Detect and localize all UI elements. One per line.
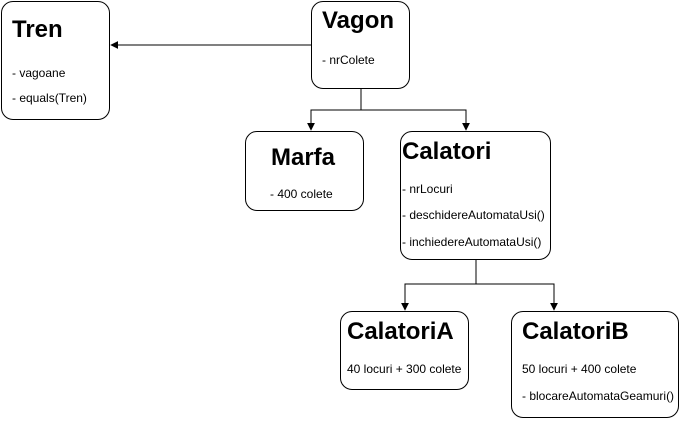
node-calatori-line-3: - inchiedereAutomataUsi() xyxy=(402,235,542,249)
node-calatoria-line-1: 40 locuri + 300 colete xyxy=(347,362,462,376)
node-calatori: Calatori - nrLocuri - deschidereAutomata… xyxy=(400,131,551,260)
node-vagon: Vagon - nrColete xyxy=(311,1,410,89)
node-tren: Tren - vagoane - equals(Tren) xyxy=(1,1,110,120)
node-tren-line-1: - vagoane xyxy=(12,66,66,80)
edge-calatori-calatoria xyxy=(401,260,477,311)
node-marfa-line-1: - 400 colete xyxy=(270,187,333,201)
node-tren-title: Tren xyxy=(12,16,63,43)
edge-vagon-calatori xyxy=(361,109,470,131)
edge-calatori-calatorib xyxy=(476,283,558,311)
node-marfa: Marfa - 400 colete xyxy=(245,131,364,211)
node-calatorib-title: CalatoriB xyxy=(522,318,629,345)
node-calatoria: CalatoriA 40 locuri + 300 colete xyxy=(340,311,469,390)
node-calatorib-line-2: - blocareAutomataGeamuri() xyxy=(522,389,675,403)
node-calatori-line-2: - deschidereAutomataUsi() xyxy=(402,208,545,222)
node-calatorib: CalatoriB 50 locuri + 400 colete - bloca… xyxy=(511,311,679,418)
node-calatori-line-1: - nrLocuri xyxy=(402,182,453,196)
node-vagon-line-1: - nrColete xyxy=(322,53,375,67)
node-marfa-title: Marfa xyxy=(271,144,336,171)
node-tren-line-2: - equals(Tren) xyxy=(12,91,87,105)
node-calatoria-title: CalatoriA xyxy=(347,318,454,345)
node-calatori-title: Calatori xyxy=(402,138,492,165)
node-vagon-title: Vagon xyxy=(322,7,395,34)
edge-vagon-marfa xyxy=(307,89,362,131)
node-calatorib-line-1: 50 locuri + 400 colete xyxy=(522,362,637,376)
